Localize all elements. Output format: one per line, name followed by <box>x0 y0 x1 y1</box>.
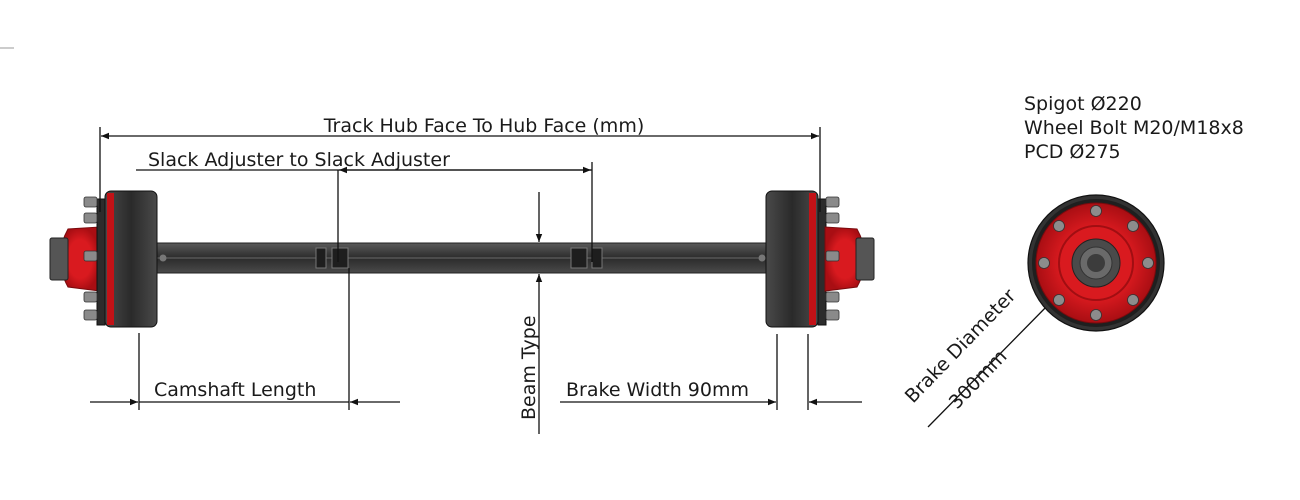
spigot-spec: Spigot Ø220 <box>1024 93 1142 115</box>
left-hub-flange <box>96 198 106 326</box>
slack-adjuster-left <box>315 247 349 269</box>
dimension-lines <box>90 127 1052 434</box>
hub-boss-ring <box>1058 225 1134 301</box>
hub-end-view <box>1027 194 1165 332</box>
brake-diameter-leader <box>927 301 1052 428</box>
wheel-bolt-spec: Wheel Bolt M20/M18x8 <box>1024 117 1244 139</box>
left-brake-drum <box>104 190 158 328</box>
right-drum-red-ring <box>809 193 816 325</box>
pcd-spec: PCD Ø275 <box>1024 141 1121 163</box>
left-hub <box>49 190 158 328</box>
beam-bolt-left <box>159 254 167 262</box>
slack-label: Slack Adjuster to Slack Adjuster <box>148 149 450 171</box>
right-wheel-bolts <box>825 196 840 321</box>
beam-type-label: Beam Type <box>518 315 540 420</box>
hub-cap-center <box>1087 254 1105 272</box>
brake-width-label: Brake Width 90mm <box>566 379 749 401</box>
left-hub-nose <box>49 237 69 281</box>
camshaft-label: Camshaft Length <box>154 379 316 401</box>
left-drum-red-ring <box>107 193 114 325</box>
slack-adjuster-right <box>570 247 603 269</box>
axle-assembly <box>49 190 875 328</box>
right-hub <box>765 190 875 328</box>
left-wheel-bolts <box>83 196 98 321</box>
beam-bolt-right <box>758 254 766 262</box>
right-hub-nose <box>855 237 875 281</box>
hub-wheel-studs <box>1038 205 1154 321</box>
track-label: Track Hub Face To Hub Face (mm) <box>323 115 645 137</box>
